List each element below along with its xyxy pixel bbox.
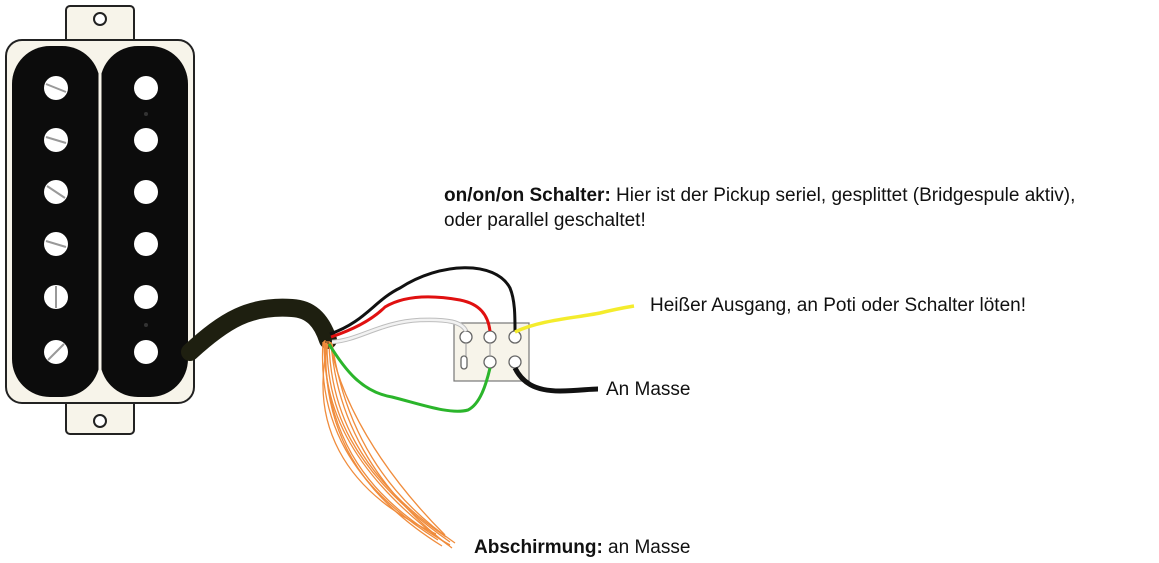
screw-coil: [12, 46, 100, 397]
slug-pole-icon: [134, 340, 158, 364]
screw-pole-icon: [44, 232, 68, 256]
hot-output-text: Heißer Ausgang, an Poti oder Schalter lö…: [650, 295, 1027, 316]
ground-text: An Masse: [606, 379, 691, 400]
slug-pole-icon: [134, 285, 158, 309]
switch-note: on/on/on Schalter: Hier ist der Pickup s…: [444, 183, 1075, 233]
slug-pole-icon: [134, 128, 158, 152]
switch-note-line1: Hier ist der Pickup seriel, gesplittet (…: [610, 185, 1076, 206]
switch-lug: [483, 355, 497, 369]
shield-braid-wires: [321, 339, 456, 549]
screw-pole-icon: [44, 76, 68, 100]
switch-lug: [483, 330, 497, 344]
black-wire: [329, 266, 517, 336]
shield-note-rest: an Masse: [602, 537, 691, 558]
black-ground-wire: [512, 366, 599, 394]
screw-pole-icon: [44, 180, 68, 204]
ground-note: An Masse: [606, 377, 690, 402]
slug-pole-icon: [134, 76, 158, 100]
slug-pole-pieces: [134, 76, 158, 364]
screw-pole-icon: [44, 128, 68, 152]
slug-pole-icon: [134, 232, 158, 256]
screw-pole-pieces: [44, 76, 68, 364]
shield-note: Abschirmung: an Masse: [474, 535, 690, 560]
yellow-hot-output-wire: [514, 304, 635, 334]
hot-output-note: Heißer Ausgang, an Poti oder Schalter lö…: [650, 293, 1026, 318]
screw-pole-icon: [44, 285, 68, 309]
switch-lug: [508, 355, 522, 369]
switch-note-line2: oder parallel geschaltet!: [444, 210, 646, 231]
switch-lug: [508, 330, 522, 344]
humbucker-top-mounting-ear: [65, 5, 135, 49]
pickup-cable: [181, 298, 337, 361]
screw-pole-icon: [44, 340, 68, 364]
red-wire: [330, 295, 492, 339]
green-wire: [327, 343, 492, 413]
switch-lug: [460, 355, 468, 370]
slug-coil: [100, 46, 188, 397]
humbucker-pickup: [5, 39, 195, 404]
shield-note-bold: Abschirmung:: [474, 537, 603, 558]
slug-pole-icon: [134, 180, 158, 204]
switch-lug: [459, 330, 473, 344]
switch-note-bold: on/on/on Schalter:: [444, 185, 611, 206]
white-wire-core: [331, 318, 468, 344]
